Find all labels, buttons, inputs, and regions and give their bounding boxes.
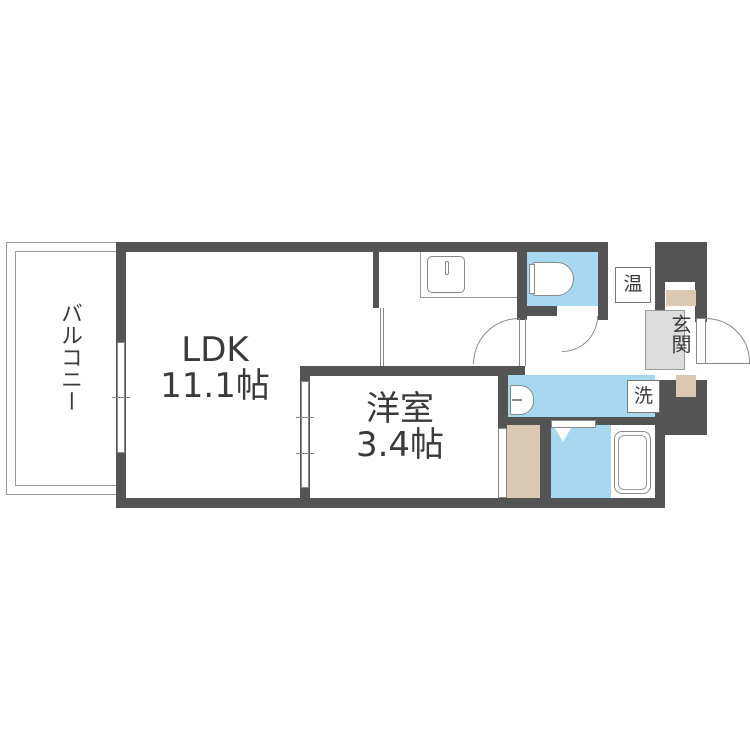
bathtub-inner (618, 435, 647, 490)
balcony-inner-rail (15, 251, 119, 486)
wall-western-top (300, 366, 525, 376)
wall-toilet-bottom (517, 306, 557, 316)
bath-door-frame[interactable] (551, 420, 596, 428)
door-jamb (525, 318, 526, 366)
closet (507, 425, 540, 498)
door-mark (296, 417, 314, 418)
western-room-name: 洋室 (366, 389, 434, 429)
washer-label: 洗 (627, 380, 660, 413)
wall-bottom (116, 498, 658, 508)
western-room-label: 洋室 3.4帖 (330, 389, 470, 465)
shoe-storage-bottom (676, 375, 696, 397)
wall-kitchen-stub (373, 252, 379, 308)
toilet-icon (532, 262, 574, 296)
entrance-label: 玄関 (668, 314, 692, 354)
kitchen-counter (420, 252, 518, 298)
wall-closet-right (540, 425, 551, 498)
bathtub-icon (614, 431, 651, 494)
wall-heater-right (655, 242, 665, 322)
window-mark (112, 397, 130, 398)
kitchen-sink (427, 256, 465, 293)
wall-toilet-right (598, 242, 608, 320)
shoe-storage-top (666, 290, 696, 306)
entrance-door[interactable] (706, 318, 750, 364)
faucet-icon (445, 261, 449, 275)
entrance-frame (696, 318, 706, 364)
ldk-name: LDK (181, 330, 249, 370)
water-heater-label: 温 (615, 267, 651, 303)
entrance-floor (645, 310, 685, 370)
ldk-label: LDK 11.1帖 (140, 330, 290, 406)
door-mark (296, 453, 314, 454)
western-room-door[interactable] (301, 381, 309, 488)
kitchen-opening-line (383, 308, 384, 368)
toilet-door[interactable] (562, 316, 598, 352)
drain-icon (555, 428, 571, 442)
wall-entry-right-top (695, 242, 707, 322)
faucet-icon (512, 399, 522, 401)
kitchen-door[interactable] (473, 318, 519, 364)
door-jamb (519, 318, 520, 366)
ldk-size: 11.1帖 (160, 365, 270, 406)
western-room-size: 3.4帖 (355, 424, 445, 465)
wall-top-main (116, 242, 608, 252)
toilet-tank (529, 264, 535, 294)
kitchen-opening-line (380, 308, 381, 368)
closet-door[interactable] (498, 428, 507, 498)
wall-toilet-left (517, 242, 527, 320)
wall-right-bath (655, 420, 665, 508)
balcony-label: バルコニー (57, 302, 82, 412)
